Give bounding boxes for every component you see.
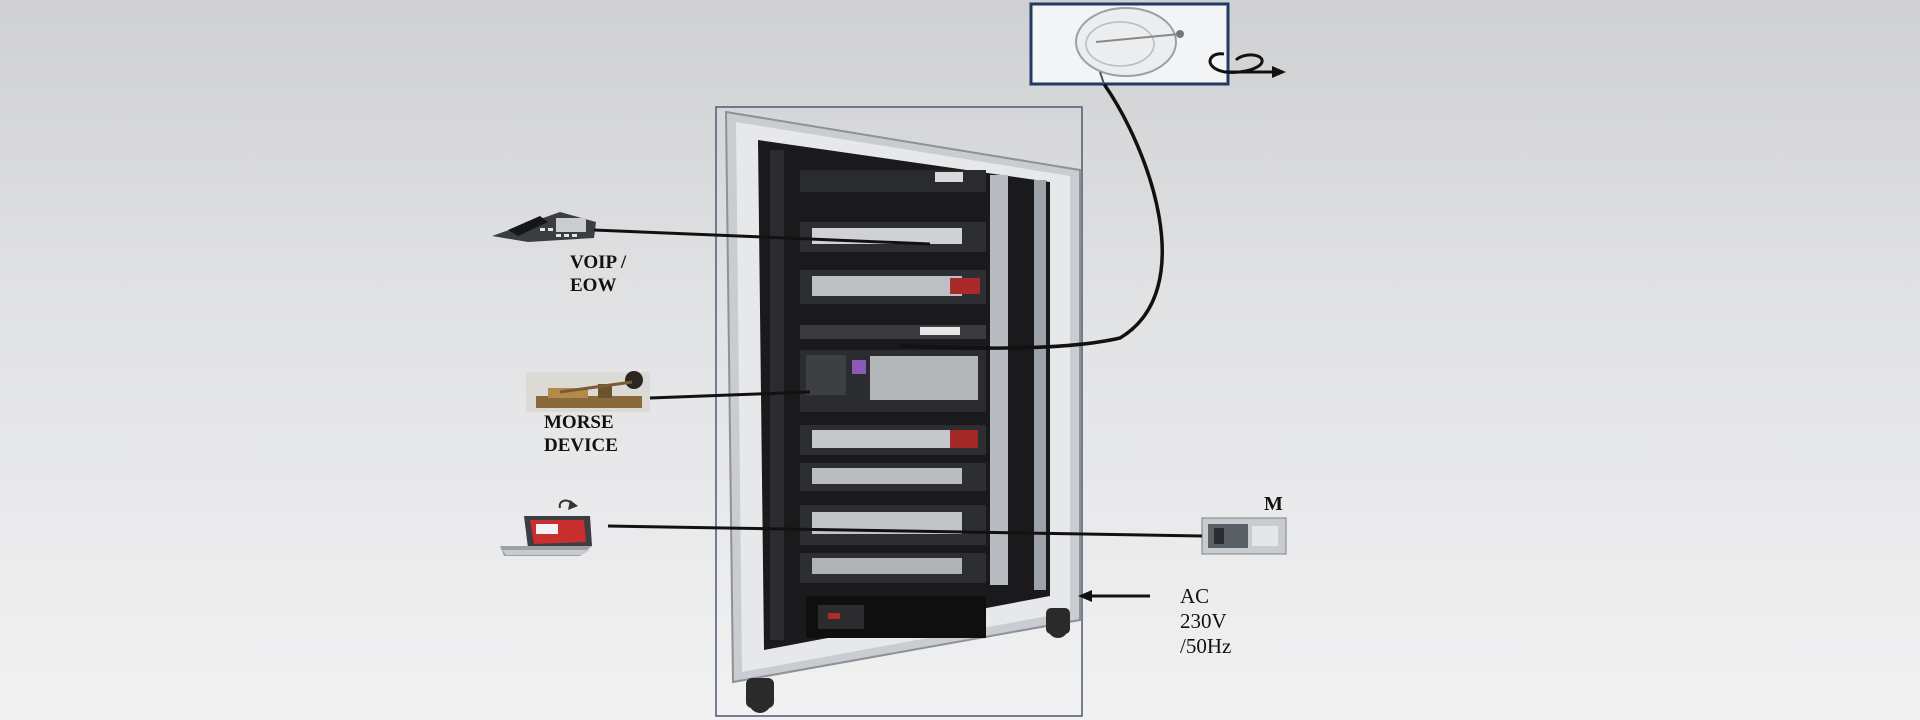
dish-cable — [899, 83, 1164, 350]
connection-cables — [593, 83, 1203, 598]
right-device-label: M — [1264, 493, 1283, 515]
ac-arrowhead — [1078, 590, 1092, 602]
laptop-cable — [607, 524, 1203, 538]
rotate-arrow-icon — [1208, 52, 1286, 78]
voip-eow-label: VOIP / EOW — [570, 252, 626, 298]
modem-device-icon — [1201, 517, 1287, 555]
morse-device-label: MORSE DEVICE — [544, 412, 618, 458]
satellite-dish-icon — [1029, 2, 1230, 86]
desk-phone-icon — [492, 212, 596, 242]
morse-label-line1: MORSE — [544, 412, 614, 433]
ac-power-label: AC 230V /50Hz — [1180, 584, 1231, 660]
voip-label-line1: VOIP / — [570, 252, 627, 273]
server-rack-icon — [724, 110, 1081, 713]
morse-label-line2: DEVICE — [544, 434, 618, 456]
morse-key-icon — [526, 371, 650, 412]
laptop-icon — [500, 499, 592, 556]
morse-cable — [649, 390, 811, 400]
voip-label-line2: EOW — [570, 274, 617, 296]
phone-cable — [593, 228, 931, 246]
ac-label-line1: AC — [1180, 584, 1210, 608]
rack-photo-frame — [715, 106, 1083, 717]
ac-label-line3: /50Hz — [1180, 634, 1232, 659]
ac-label-line2: 230V — [1180, 609, 1227, 634]
